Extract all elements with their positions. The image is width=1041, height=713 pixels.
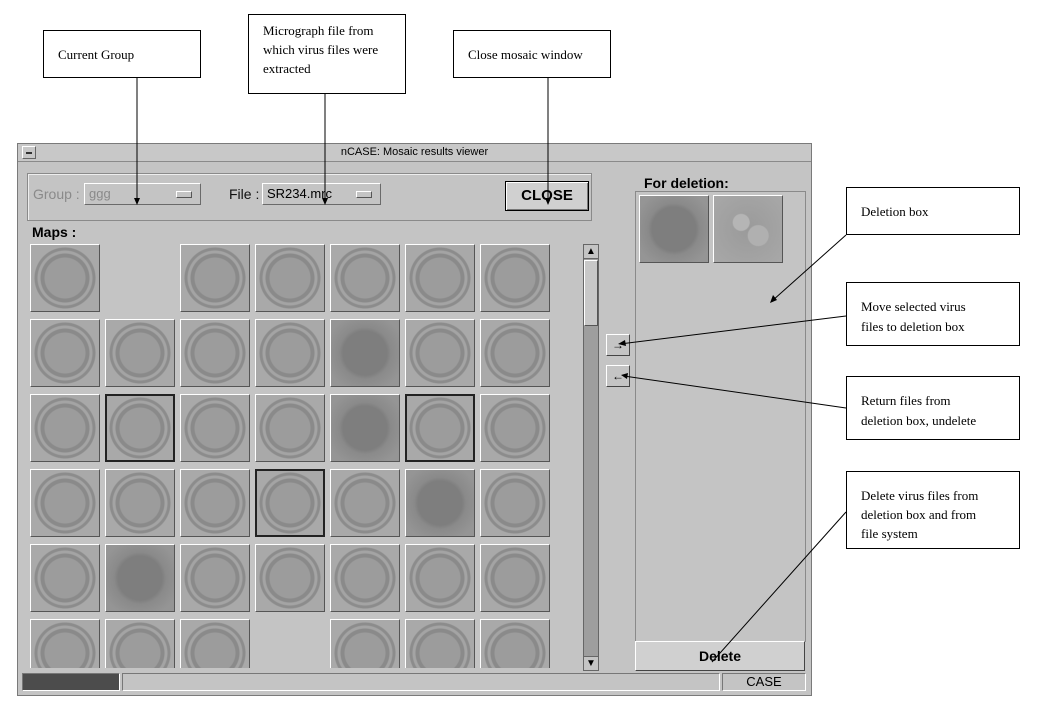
callout-move-selected: Move selected virus files to deletion bo… (846, 282, 1020, 346)
group-label: Group : (33, 186, 80, 202)
file-select[interactable]: SR234.mrc (262, 183, 381, 205)
group-select-value: ggg (89, 186, 111, 201)
deletion-thumbnail[interactable] (639, 195, 709, 263)
map-thumbnail[interactable] (105, 619, 175, 668)
status-app-name: CASE (722, 673, 806, 691)
dropdown-indicator-icon (176, 191, 192, 198)
map-thumbnail[interactable] (30, 319, 100, 387)
for-deletion-label: For deletion: (644, 175, 729, 191)
maps-label: Maps : (32, 224, 77, 240)
file-label: File : (229, 186, 260, 202)
callout-current-group: Current Group (43, 30, 201, 78)
window-title: nCASE: Mosaic results viewer (340, 146, 489, 158)
map-thumbnail[interactable] (30, 469, 100, 537)
map-thumbnail[interactable] (480, 544, 550, 612)
move-to-deletion-button[interactable]: → (606, 334, 630, 356)
map-thumbnail[interactable] (405, 244, 475, 312)
map-thumbnail[interactable] (330, 394, 400, 462)
callout-delete-files: Delete virus files from deletion box and… (846, 471, 1020, 549)
map-thumbnail[interactable] (105, 469, 175, 537)
mosaic-viewer-window: nCASE: Mosaic results viewer Group : ggg… (17, 143, 812, 696)
map-thumbnail[interactable] (255, 469, 325, 537)
map-thumbnail[interactable] (405, 319, 475, 387)
map-thumbnail[interactable] (480, 244, 550, 312)
minus-icon (26, 152, 32, 154)
dropdown-indicator-icon (356, 191, 372, 198)
map-thumbnail[interactable] (330, 244, 400, 312)
map-thumbnail[interactable] (180, 469, 250, 537)
callout-return-files: Return files from deletion box, undelete (846, 376, 1020, 440)
map-thumbnail[interactable] (105, 544, 175, 612)
map-thumbnail[interactable] (405, 544, 475, 612)
map-thumbnail[interactable] (330, 469, 400, 537)
callout-deletion-box: Deletion box (846, 187, 1020, 235)
map-thumbnail[interactable] (255, 244, 325, 312)
map-thumbnail[interactable] (405, 469, 475, 537)
map-thumbnail[interactable] (480, 394, 550, 462)
deletion-box (635, 191, 806, 642)
map-thumbnail[interactable] (30, 619, 100, 668)
scroll-up-arrow-icon[interactable]: ▲ (584, 245, 598, 259)
map-thumbnail[interactable] (180, 244, 250, 312)
map-thumbnail[interactable] (330, 319, 400, 387)
arrow-right-icon: → (612, 338, 624, 352)
delete-button[interactable]: Delete (635, 641, 805, 671)
map-thumbnail[interactable] (180, 544, 250, 612)
close-button[interactable]: CLOSE (505, 181, 589, 211)
status-message (122, 673, 720, 691)
scroll-thumb[interactable] (584, 260, 598, 326)
map-thumbnail[interactable] (255, 544, 325, 612)
maps-scrollbar[interactable]: ▲ ▼ (583, 244, 599, 671)
map-thumbnail[interactable] (255, 319, 325, 387)
map-thumbnail[interactable] (30, 244, 100, 312)
map-thumbnail[interactable] (330, 544, 400, 612)
status-bar: CASE (22, 673, 808, 691)
map-thumbnail[interactable] (330, 619, 400, 668)
group-select[interactable]: ggg (84, 183, 201, 205)
return-from-deletion-button[interactable]: ← (606, 365, 630, 387)
map-thumbnail[interactable] (180, 394, 250, 462)
map-thumbnail[interactable] (255, 394, 325, 462)
callout-micrograph-file: Micrograph file from which virus files w… (248, 14, 406, 94)
arrow-left-icon: ← (612, 369, 624, 383)
status-indicator (22, 673, 120, 691)
map-thumbnail[interactable] (30, 394, 100, 462)
deletion-thumbnail[interactable] (713, 195, 783, 263)
map-thumbnail[interactable] (105, 319, 175, 387)
window-menu-button[interactable] (22, 146, 36, 159)
map-thumbnail[interactable] (405, 619, 475, 668)
map-thumbnail[interactable] (480, 469, 550, 537)
callout-close-mosaic: Close mosaic window (453, 30, 611, 78)
scroll-down-arrow-icon[interactable]: ▼ (584, 656, 598, 670)
map-thumbnail[interactable] (480, 619, 550, 668)
map-thumbnail[interactable] (180, 619, 250, 668)
map-thumbnail[interactable] (30, 544, 100, 612)
file-select-value: SR234.mrc (267, 186, 333, 201)
map-thumbnail[interactable] (180, 319, 250, 387)
maps-grid (27, 241, 583, 668)
toolbar-panel (27, 173, 592, 221)
map-thumbnail[interactable] (105, 394, 175, 462)
window-titlebar: nCASE: Mosaic results viewer (18, 144, 811, 162)
map-thumbnail[interactable] (480, 319, 550, 387)
map-thumbnail[interactable] (405, 394, 475, 462)
